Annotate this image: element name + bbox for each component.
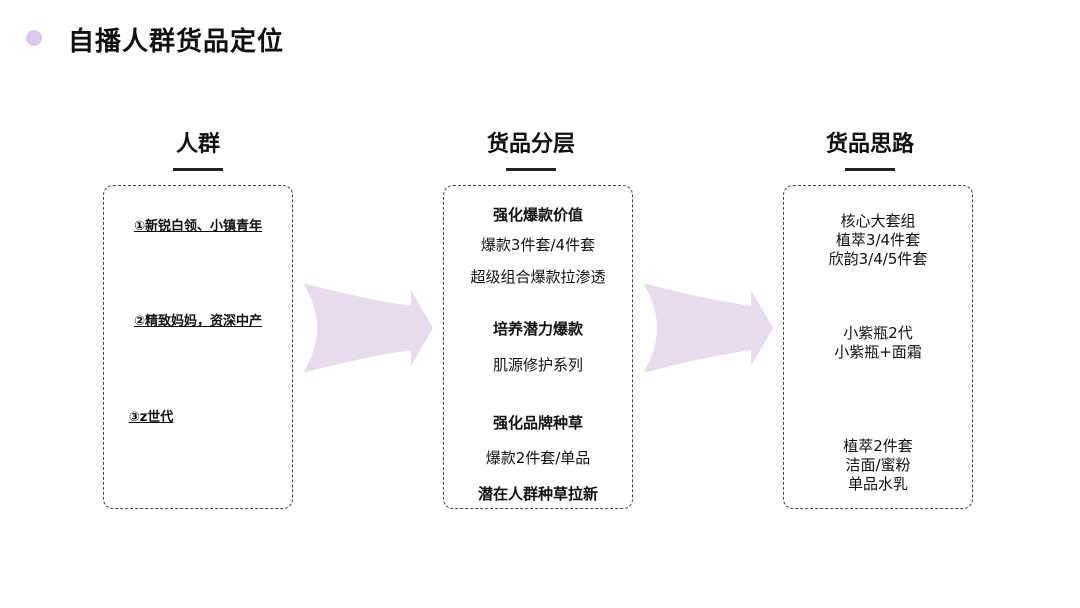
tier-title: 强化爆款价值 [492,206,583,224]
idea-line: 植萃3/4件套 [835,231,921,249]
tier-note: 超级组合爆款拉渗透 [470,268,606,286]
tiers-column-header: 货品分层 [436,126,626,171]
audience-title-underline [173,168,223,171]
idea-line: 欣韵3/4/5件套 [828,250,928,268]
tier-title: 培养潜力爆款 [492,320,583,338]
audience-item: ②精致妈妈，资深中产 [133,314,262,329]
tier-footer: 潜在人群种草拉新 [477,485,598,503]
audience-box: ①新锐白领、小镇青年 ②精致妈妈，资深中产 ③z世代 [103,185,293,509]
tier-note: 爆款3件套/4件套 [480,236,596,254]
ideas-column-title: 货品思路 [825,132,914,157]
idea-line: 植萃2件套 [843,437,913,455]
tier-note: 肌源修护系列 [492,356,583,374]
flow-arrow-icon [303,283,433,373]
idea-line: 小紫瓶+面霜 [834,343,922,361]
tiers-box: 强化爆款价值 爆款3件套/4件套 超级组合爆款拉渗透 培养潜力爆款 肌源修护系列… [443,185,633,509]
idea-line: 洁面/蜜粉 [845,456,911,474]
audience-item: ①新锐白领、小镇青年 [133,219,262,234]
audience-item: ③z世代 [128,410,174,425]
audience-column-title: 人群 [175,132,220,157]
ideas-box: 核心大套组 植萃3/4件套 欣韵3/4/5件套 小紫瓶2代 小紫瓶+面霜 植萃2… [783,185,973,509]
ideas-column-header: 货品思路 [775,126,965,171]
page-title: 自播人群货品定位 [68,27,285,57]
tier-title: 强化品牌种草 [492,414,583,432]
title-bullet-dot [26,30,42,46]
idea-line: 核心大套组 [840,212,916,230]
tiers-title-underline [506,168,556,171]
audience-column-header: 人群 [103,126,293,171]
idea-line: 小紫瓶2代 [843,324,913,342]
tier-note: 爆款2件套/单品 [485,449,591,467]
flow-arrow-icon [643,283,773,373]
ideas-title-underline [845,168,895,171]
idea-line: 单品水乳 [847,475,908,493]
tiers-column-title: 货品分层 [486,132,575,157]
